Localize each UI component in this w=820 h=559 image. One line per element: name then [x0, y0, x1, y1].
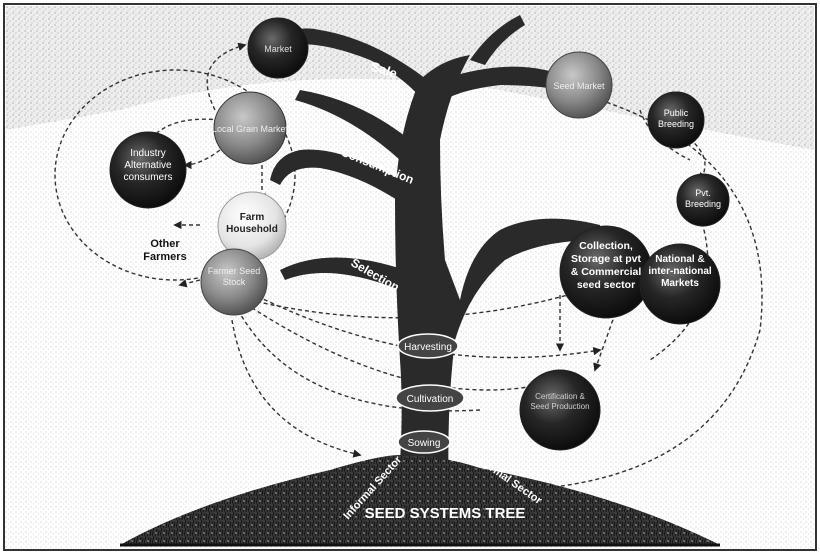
node-certification: Certification & Seed Production — [519, 369, 601, 451]
node-public-breeding: Public Breeding — [647, 91, 705, 149]
svg-text:Sowing: Sowing — [408, 438, 441, 449]
svg-text:Cultivation: Cultivation — [407, 394, 454, 405]
trunk-stage-cultivation: Cultivation — [395, 384, 465, 412]
svg-text:Market: Market — [264, 44, 292, 54]
node-seed-market: Seed Market — [545, 51, 613, 119]
label-other-farmers: Other Farmers — [143, 238, 186, 263]
trunk-stage-harvesting: Harvesting — [397, 333, 459, 359]
node-local-grain-market: Local Grain Market — [212, 91, 289, 165]
svg-text:Harvesting: Harvesting — [404, 342, 452, 353]
node-market: Market — [247, 17, 309, 79]
node-industry: Industry Alternative consumers — [109, 131, 187, 209]
node-seed-stock: Farmer Seed Stock — [200, 248, 268, 316]
svg-text:Seed Market: Seed Market — [553, 81, 605, 91]
trunk-stage-sowing: Sowing — [397, 430, 451, 454]
ground-grass — [120, 455, 720, 545]
diagram-title: SEED SYSTEMS TREE — [365, 505, 526, 522]
node-pvt-breeding: Pvt. Breeding — [676, 173, 730, 227]
node-national-markets: National & inter-national Markets — [639, 243, 721, 325]
svg-text:Local Grain Market: Local Grain Market — [212, 124, 289, 134]
node-collection-storage: Collection, Storage at pvt & Commercial … — [559, 225, 653, 319]
